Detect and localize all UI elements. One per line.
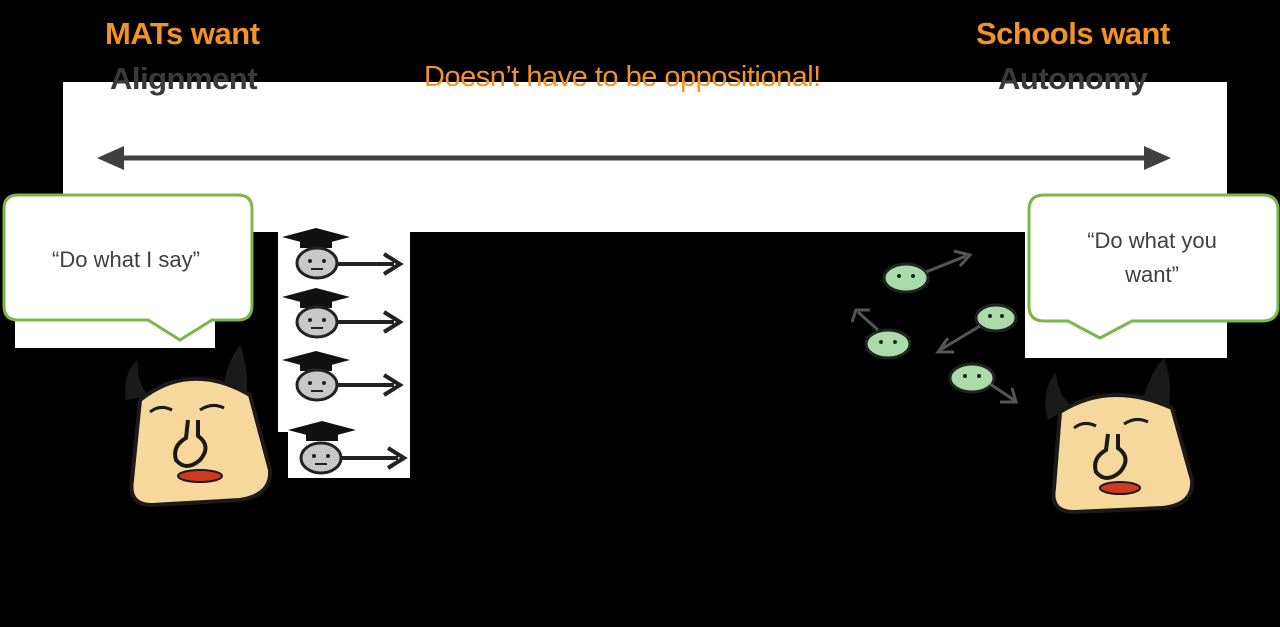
aligned-student-4	[288, 421, 408, 475]
scattered-student-2	[935, 303, 1018, 354]
aligned-student-1	[282, 228, 404, 280]
spectrum-arrow	[97, 146, 1171, 170]
center-note: Doesn’t have to be oppositional!	[424, 61, 821, 93]
scattered-student-4	[948, 362, 1018, 404]
right-speech-line-2: want”	[1125, 262, 1179, 287]
scattered-student-3	[850, 308, 912, 360]
right-heading: Schools want	[976, 16, 1170, 51]
left-character-icon	[125, 345, 273, 508]
right-character-icon	[1045, 358, 1195, 515]
right-value: Autonomy	[998, 61, 1148, 96]
aligned-student-2	[282, 288, 404, 339]
left-heading: MATs want	[105, 16, 260, 51]
right-speech-line-1: “Do what you	[1087, 228, 1217, 253]
left-speech-bubble	[2, 193, 254, 342]
left-speech-text: “Do what I say”	[52, 247, 200, 272]
aligned-student-3	[282, 351, 404, 402]
scattered-student-1	[882, 249, 973, 294]
right-speech-bubble	[1027, 193, 1280, 340]
right-speech-text: “Do what you want”	[1040, 224, 1264, 292]
left-value: Alignment	[110, 61, 258, 96]
